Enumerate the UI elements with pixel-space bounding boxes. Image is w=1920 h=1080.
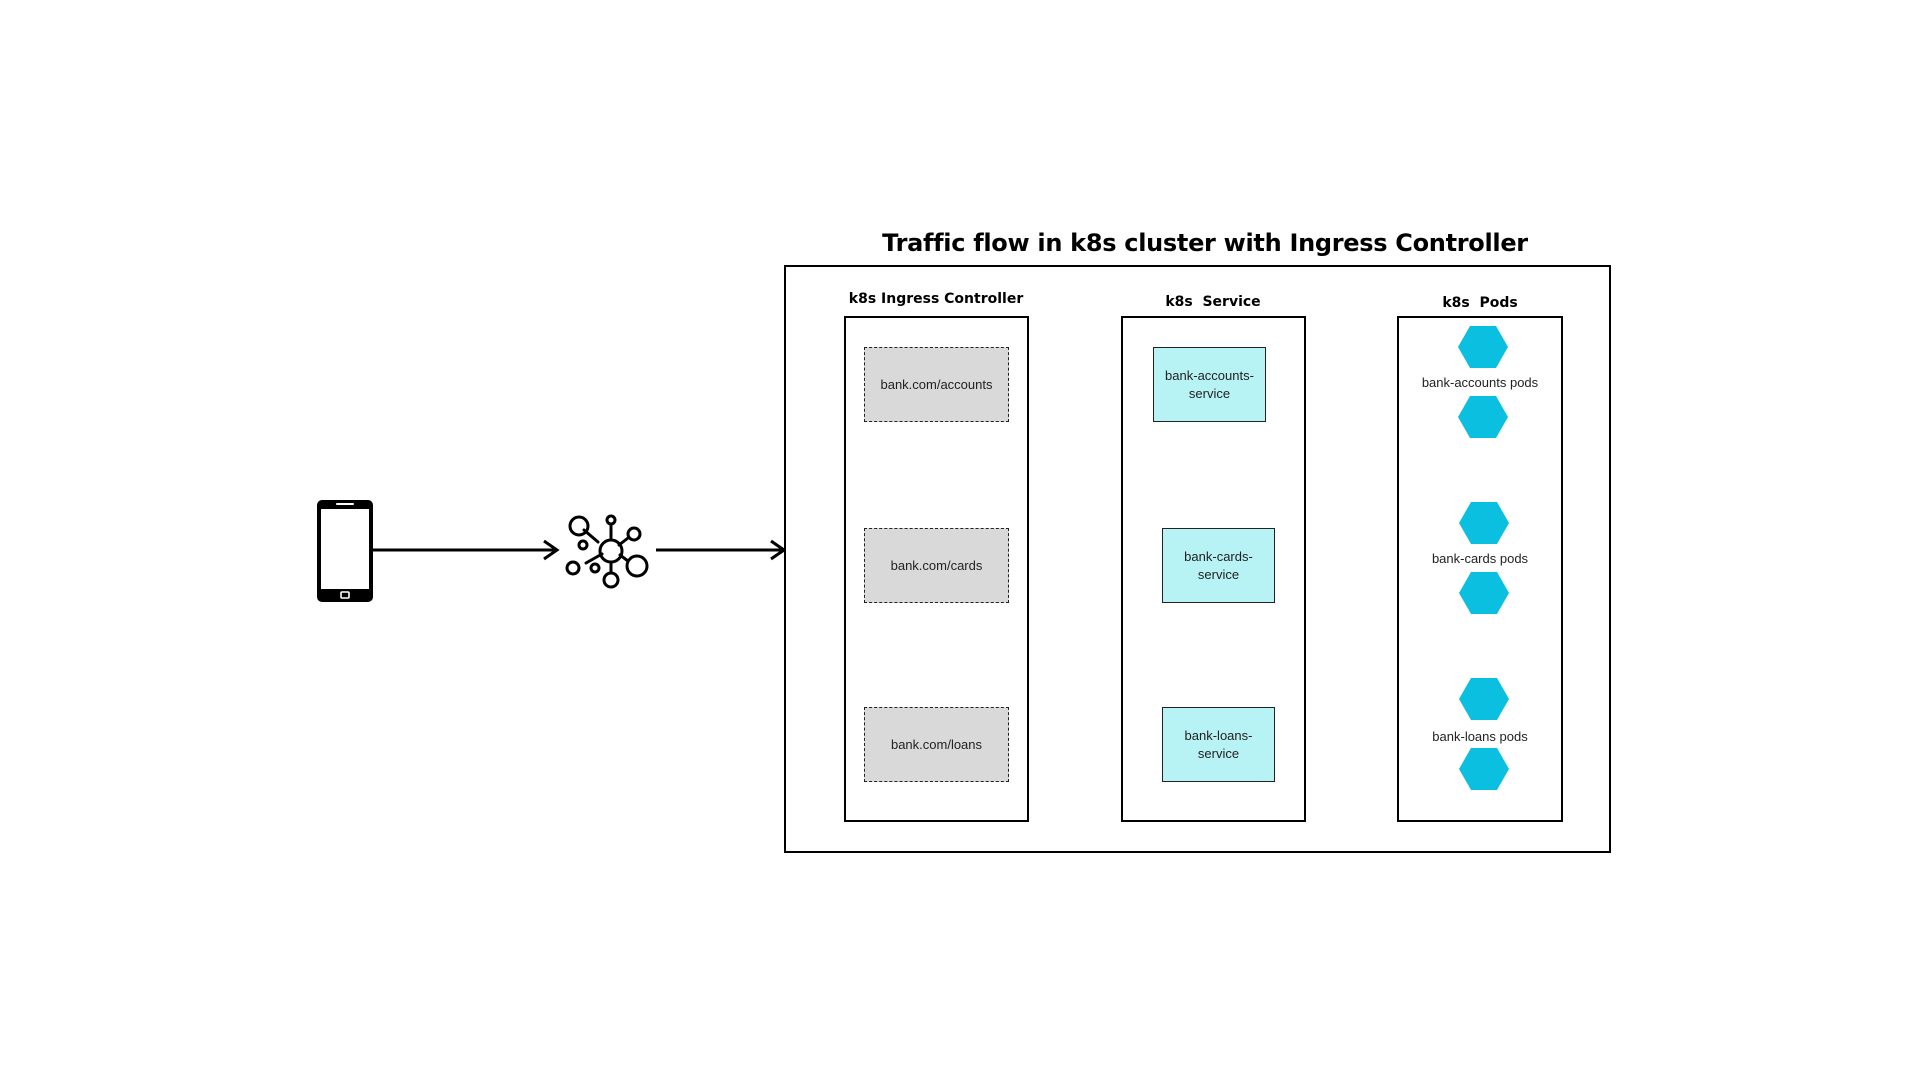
pod-group-label-loans: bank-loans pods: [1432, 729, 1528, 744]
hexagon-pod-icon: [1459, 572, 1509, 614]
diagram-title: Traffic flow in k8s cluster with Ingress…: [882, 229, 1528, 257]
route-cards: bank.com/cards: [864, 528, 1009, 603]
mobile-phone-icon: [317, 500, 373, 602]
service-accounts: bank-accounts-service: [1153, 347, 1266, 422]
service-cards: bank-cards-service: [1162, 528, 1275, 603]
route-loans: bank.com/loans: [864, 707, 1009, 782]
pods-header: k8s Pods: [1442, 295, 1518, 311]
flow-arrow: [372, 539, 560, 561]
hexagon-pod-icon: [1458, 396, 1508, 438]
service-loans: bank-loans-service: [1162, 707, 1275, 782]
hexagon-pod-icon: [1459, 502, 1509, 544]
hexagon-pod-icon: [1458, 326, 1508, 368]
network-hub-icon: [565, 514, 649, 589]
pod-group-label-cards: bank-cards pods: [1431, 551, 1529, 566]
flow-arrow: [656, 539, 786, 561]
route-accounts: bank.com/accounts: [864, 347, 1009, 422]
service-header: k8s Service: [1165, 294, 1261, 310]
ingress-controller-header: k8s Ingress Controller: [848, 291, 1024, 307]
cluster-box: [784, 265, 1611, 853]
pod-group-label-accounts: bank-accounts pods: [1421, 375, 1539, 390]
hexagon-pod-icon: [1459, 678, 1509, 720]
hexagon-pod-icon: [1459, 748, 1509, 790]
